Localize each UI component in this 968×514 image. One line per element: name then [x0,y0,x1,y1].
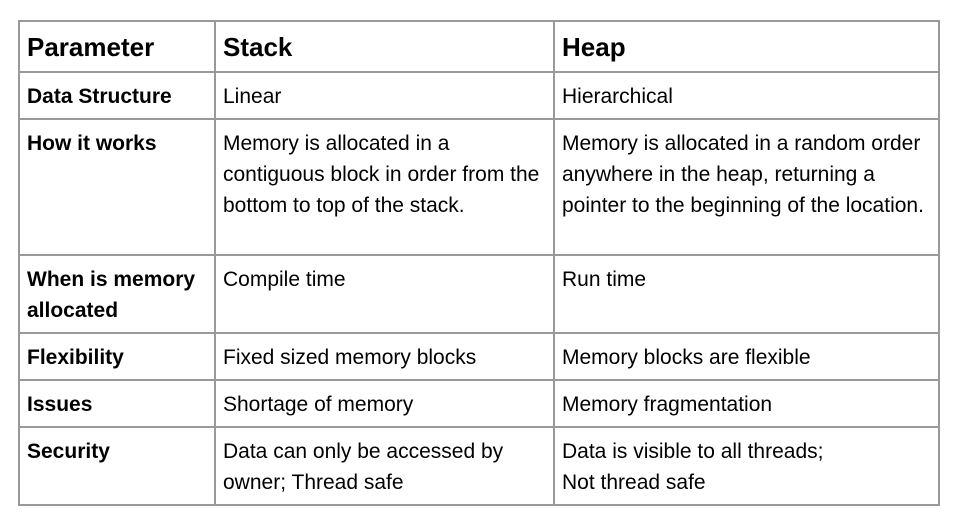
row-heap-cell: Memory blocks are flexible [553,332,940,381]
heap-security-line-2: Not thread safe [562,471,706,494]
row-stack-cell: Compile time [214,254,555,334]
heap-security-line-1: Data is visible to all threads; [562,440,824,463]
table-row: Security Data can only be accessed by ow… [18,426,940,506]
row-parameter-cell: Data Structure [18,71,216,120]
row-parameter-cell: Security [18,426,216,506]
stack-vs-heap-table: Parameter Stack Heap Data Structure Line… [18,20,940,506]
row-stack-cell: Shortage of memory [214,379,555,428]
row-parameter-cell: When is memory allocated [18,254,216,334]
row-parameter-cell: Flexibility [18,332,216,381]
row-heap-cell: Hierarchical [553,71,940,120]
row-stack-cell: Memory is allocated in a contiguous bloc… [214,118,555,256]
row-heap-cell: Run time [553,254,940,334]
row-stack-cell: Linear [214,71,555,120]
row-parameter-cell: Issues [18,379,216,428]
header-parameter: Parameter [18,20,216,73]
table-row: Flexibility Fixed sized memory blocks Me… [18,332,940,381]
row-stack-cell: Fixed sized memory blocks [214,332,555,381]
header-row: Parameter Stack Heap [18,20,940,73]
row-heap-cell: Data is visible to all threads; Not thre… [553,426,940,506]
row-heap-cell: Memory is allocated in a random order an… [553,118,940,256]
table-row: When is memory allocated Compile time Ru… [18,254,940,334]
row-stack-cell: Data can only be accessed by owner; Thre… [214,426,555,506]
row-parameter-cell: How it works [18,118,216,256]
table-row: How it works Memory is allocated in a co… [18,118,940,256]
table-row: Data Structure Linear Hierarchical [18,71,940,120]
header-heap: Heap [553,20,940,73]
header-stack: Stack [214,20,555,73]
table-row: Issues Shortage of memory Memory fragmen… [18,379,940,428]
row-heap-cell: Memory fragmentation [553,379,940,428]
